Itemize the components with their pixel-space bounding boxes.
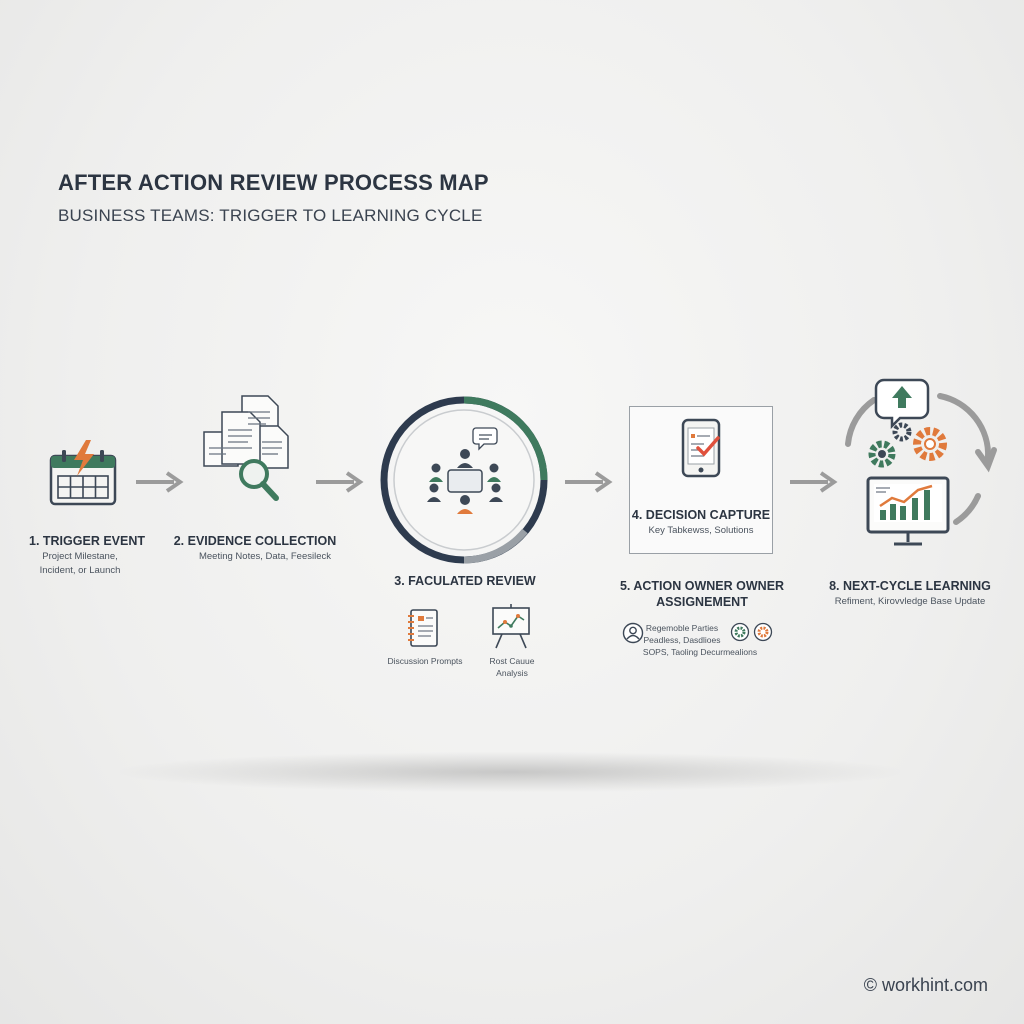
documents-magnifier-icon <box>203 395 289 501</box>
whiteboard-chart-icon <box>492 604 530 649</box>
person-icon <box>622 622 644 644</box>
step-6-description: Refiment, Kirovvledge Base Update <box>834 596 986 607</box>
step-6-label: 8. NEXT-CYCLE LEARNING <box>829 579 991 593</box>
root-cause-analysis-label: Rost Cauue Analysis <box>489 656 535 678</box>
step-5-label: 5. ACTION OWNER OWNER ASSIGNEMENT <box>619 579 785 609</box>
step-5-description: Regemoble Parties Peadless, Dasdlioes <box>643 623 721 645</box>
floor-shadow <box>120 752 900 792</box>
flow-arrow-2-icon <box>316 471 364 493</box>
step-4-label: 4. DECISION CAPTURE <box>631 508 771 522</box>
step-4-description: Key Tabkewss, Solutions <box>648 525 754 536</box>
flow-arrow-3-icon <box>565 471 613 493</box>
step-1-description: Project Milestane, Incident, or Launch <box>39 551 121 576</box>
step-3-label: 3. FACULATED REVIEW <box>394 574 536 588</box>
notebook-icon <box>408 609 438 647</box>
tablet-checklist-icon <box>681 418 721 478</box>
page-title: AFTER ACTION REVIEW PROCESS MAP <box>58 170 489 195</box>
owner-gears-icon <box>730 622 773 642</box>
copyright-text: © workhint.com <box>863 975 988 995</box>
calendar-lightning-icon <box>49 440 117 506</box>
step-1-label: 1. TRIGGER EVENT <box>29 534 145 548</box>
cycle-gears-monitor-icon <box>845 378 997 546</box>
step-2-label: 2. EVIDENCE COLLECTION <box>173 534 337 548</box>
flow-arrow-1-icon <box>136 471 184 493</box>
discussion-prompts-label: Discussion Prompts <box>387 656 463 666</box>
page-subtitle: BUSINESS TEAMS: TRIGGER TO LEARNING CYCL… <box>58 206 483 225</box>
flow-arrow-4-icon <box>790 471 838 493</box>
step-5-description-extra: SOPS, Taoling Decurmealions <box>642 647 758 657</box>
step-2-description: Meeting Notes, Data, Feesileck <box>198 551 331 562</box>
team-meeting-icon <box>427 427 503 514</box>
